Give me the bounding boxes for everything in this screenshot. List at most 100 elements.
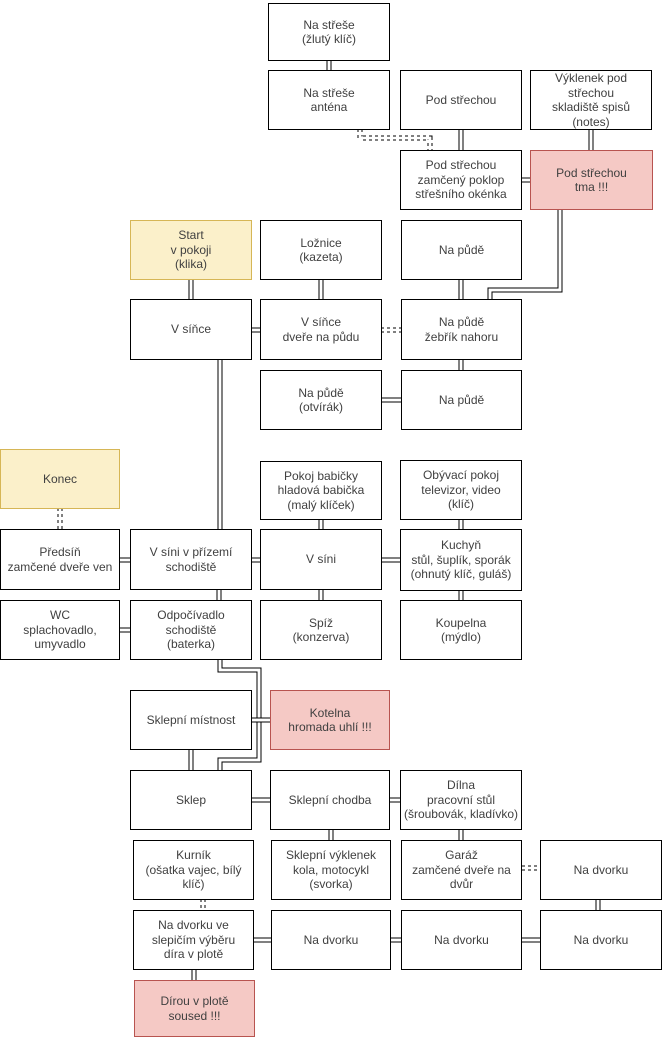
node-label-line: Předsíň <box>39 545 81 559</box>
node-label-line: zamčené dveře ven <box>7 559 113 574</box>
node-label-line: Na dvorku <box>434 932 489 947</box>
node-label-line: televizor, video <box>421 482 501 497</box>
node-label-line: Garáž <box>445 848 478 863</box>
node-label-line: (šroubovák, kladívko) <box>403 807 519 822</box>
node-label-line: Pod střechou <box>556 165 627 180</box>
node-pod-strechou: Pod střechou <box>400 70 522 130</box>
node-spiz: Spíž(konzerva) <box>260 600 382 660</box>
node-label-line: díra v plotě <box>163 947 224 962</box>
node-label-line: (baterka) <box>166 637 216 652</box>
node-label-line: Kuchyň <box>440 538 482 553</box>
node-label-line: zamčené dveře na <box>412 862 511 877</box>
node-na-pude-horni-2: Na půdě <box>401 370 522 430</box>
node-label-line: hladová babička <box>277 483 365 498</box>
node-label-line: Koupelna <box>435 615 487 630</box>
node-label-line: Na střeše <box>303 17 355 32</box>
node-label-line: Spíž <box>308 615 333 630</box>
node-label-line: Ložnice <box>300 235 342 250</box>
node-label-line: Kurník <box>176 848 211 863</box>
node-label-line: Start <box>178 228 204 243</box>
node-v-sini: V síni <box>260 529 382 590</box>
node-label-line: (otvírák) <box>298 400 343 414</box>
node-koupelna: Koupelna(mýdlo) <box>400 600 522 660</box>
node-label-line: Odpočívadlo <box>157 608 225 623</box>
node-label-line: střešního okénka <box>415 187 507 202</box>
node-v-since: V síňce <box>130 299 252 360</box>
node-label-line: tma !!! <box>574 180 609 194</box>
node-label-line: kola, motocykl <box>292 862 370 877</box>
node-label-line: soused !!! <box>168 1008 221 1023</box>
node-label-line: Sklepní chodba <box>288 792 372 807</box>
node-label-line: V síni v přízemí <box>149 545 233 559</box>
edge-na-strese-antena--pod-strechou-zamceny-poklop <box>358 129 432 151</box>
node-label-line: schodiště <box>165 559 217 574</box>
node-label-line: dvůr <box>449 877 474 892</box>
node-na-dvorku-1: Na dvorku <box>271 910 391 970</box>
node-label-line: klíč) <box>182 877 205 892</box>
node-label-line: zamčený poklop <box>417 172 505 187</box>
node-label-line: V síňce <box>300 315 342 329</box>
node-na-dvorku-2: Na dvorku <box>401 910 522 970</box>
node-label-line: Na půdě <box>438 392 485 407</box>
node-label-line: umyvadlo <box>34 637 86 652</box>
node-label-line: (kazeta) <box>299 250 343 264</box>
node-label-line: (malý klíček) <box>287 497 355 512</box>
node-na-dvorku-4: Na dvorku <box>540 840 662 900</box>
node-label-line: skladiště spisů <box>551 100 631 114</box>
node-label-line: (ohnutý klíč, guláš) <box>410 567 512 582</box>
node-label-line: Na půdě <box>298 385 344 400</box>
node-label-line: Na půdě <box>438 242 485 257</box>
node-sklepni-chodba: Sklepní chodba <box>270 770 390 830</box>
node-label-line: Na dvorku <box>303 932 359 947</box>
node-label-line: Na střeše <box>303 85 355 100</box>
node-label-line: Konec <box>42 471 78 486</box>
node-label-line: (ošatka vajec, bílý <box>145 862 242 877</box>
node-label-line: (klika) <box>175 257 207 272</box>
node-label-line: (klíč) <box>448 497 474 512</box>
node-label-line: V síni <box>305 552 336 567</box>
node-label-line: střechou <box>567 85 615 100</box>
node-label-line: dveře na půdu <box>282 329 360 344</box>
node-na-pude-horni-1: Na půdě <box>401 220 522 280</box>
node-label-line: Sklep <box>175 792 207 807</box>
node-label-line: Na dvorku <box>573 932 629 947</box>
node-label-line: pracovní stůl <box>426 792 496 807</box>
node-sklepni-mistnost: Sklepní místnost <box>130 690 252 750</box>
node-label-line: schodiště <box>165 622 217 637</box>
node-label-line: Obývací pokoj <box>422 468 500 483</box>
node-label-line: Na dvorku <box>573 862 629 877</box>
node-label-line: žebřík nahoru <box>424 329 499 344</box>
node-label-line: hromada uhlí !!! <box>288 720 372 734</box>
node-label-line: Dílna <box>446 778 475 793</box>
node-label-line: WC <box>50 608 70 623</box>
node-label-line: Na dvorku ve <box>158 918 229 933</box>
node-na-dvorku-3: Na dvorku <box>540 910 662 970</box>
edge-pod-strechou-tma--na-pude-zebrik-nahoru <box>488 209 562 300</box>
node-label-line: (konzerva) <box>292 630 350 644</box>
node-label-line: v pokoji <box>170 242 212 257</box>
node-label-line: Pokoj babičky <box>283 468 359 483</box>
node-label-line: Sklepní místnost <box>146 712 236 727</box>
node-label-line: V síňce <box>170 322 212 337</box>
node-label-line: anténa <box>310 100 348 114</box>
